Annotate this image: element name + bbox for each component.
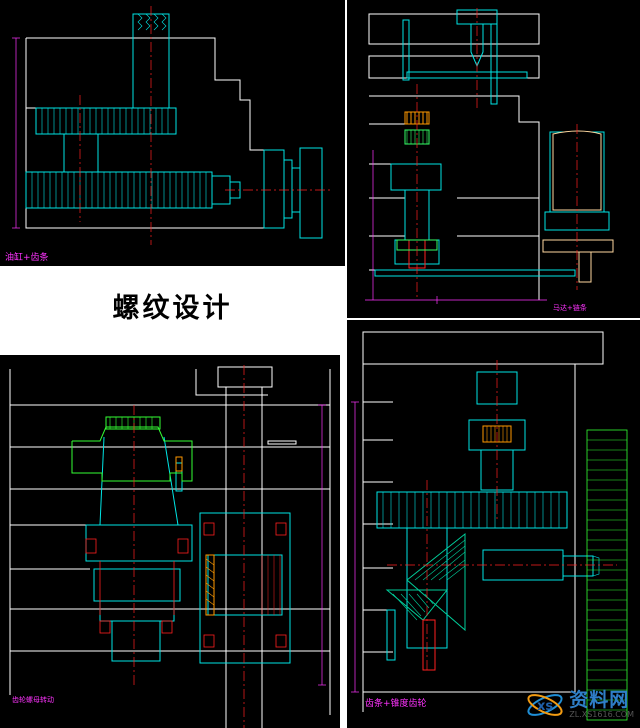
cad-panel-motor-chain: 马达+链条 xyxy=(347,0,640,318)
watermark-name: 资料网 xyxy=(569,689,630,711)
cad-panel-gear-nut: 齿轮螺母转动 xyxy=(0,355,340,728)
page-title: 螺纹设计 xyxy=(112,293,233,324)
svg-text:xs: xs xyxy=(537,699,553,714)
motor-chain-drawing xyxy=(365,8,614,304)
rack-bevel-drawing xyxy=(351,331,628,721)
watermark-url: ZL.XS1616.COM xyxy=(569,710,634,719)
panel-label-rack-bevel: 齿条+锥度齿轮 xyxy=(365,699,427,709)
panel-label-gear-nut: 齿轮螺母转动 xyxy=(12,696,54,704)
cylinder-rack-drawing xyxy=(12,6,330,245)
watermark: xs 资料网 ZL.XS1616.COM xyxy=(525,688,634,722)
panel-label-cylinder-rack: 油缸+齿条 xyxy=(5,253,49,263)
cad-panel-rack-bevel: 齿条+锥度齿轮 xyxy=(347,320,640,728)
gear-nut-drawing xyxy=(9,365,331,728)
xs-atom-logo-icon: xs xyxy=(527,694,563,716)
panel-label-motor-chain: 马达+链条 xyxy=(553,304,587,312)
cad-panel-cylinder-rack: 油缸+齿条 xyxy=(0,0,345,266)
